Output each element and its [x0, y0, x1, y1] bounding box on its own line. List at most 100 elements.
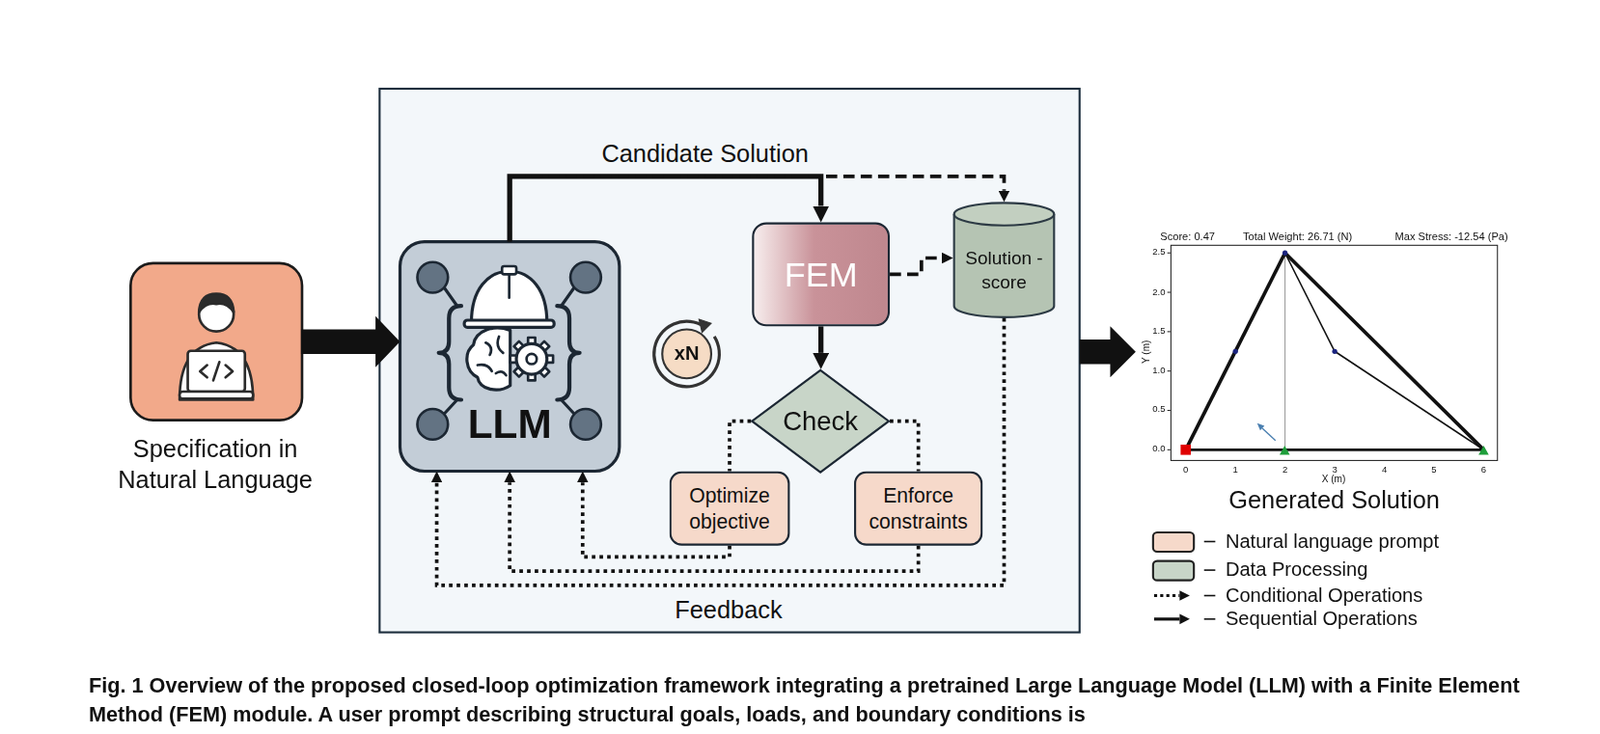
llm-brain-icon [516, 343, 548, 375]
repeat-icon [698, 319, 712, 333]
cylinder-body [954, 214, 1055, 318]
legend-samples [1154, 541, 1215, 625]
check-to-optimize [729, 421, 751, 472]
axis-tick: 1 [1232, 465, 1238, 475]
axis-tick: 6 [1481, 465, 1487, 475]
node-label: Check [754, 405, 885, 438]
cylinder-top [954, 202, 1055, 225]
plot-title: Score: 0.47 [1159, 230, 1215, 243]
truss-plot [1180, 444, 1191, 456]
node-label: Optimize objective [675, 483, 784, 535]
plot-title: Total Weight: 26.71 (N) [1242, 230, 1352, 243]
legend-row: Conditional Operations [1152, 583, 1424, 608]
llm-brain-icon [464, 320, 554, 328]
llm-brain-icon [416, 409, 448, 441]
axis-tick: 4 [1381, 465, 1387, 475]
optimize-box: Optimize objective [669, 471, 791, 547]
node-label: LLM [404, 400, 616, 448]
plot-title: Max Stress: -12.54 (Pa) [1394, 230, 1508, 243]
legend-text: Sequential Operations [1225, 607, 1418, 631]
axis-tick: 2.5 [1152, 248, 1165, 258]
truss-plot [1282, 250, 1288, 256]
enforce-box: Enforce constraints [854, 471, 983, 547]
llm-brain-icon [444, 400, 458, 414]
truss-plot [1285, 252, 1335, 352]
llm-brain-icon [561, 400, 575, 414]
plot-frame [1170, 245, 1498, 462]
truss-plot [1233, 349, 1239, 355]
truss-plot [1167, 250, 1490, 456]
llm-brain-icon [570, 409, 602, 441]
truss-plot [1186, 448, 1485, 452]
legend-swatch [1152, 559, 1195, 581]
node-label: Generated Solution [1170, 486, 1498, 513]
legend-text: Natural language prompt [1225, 530, 1439, 553]
axis-tick: 2.0 [1152, 287, 1165, 298]
output-arrow [1079, 326, 1136, 378]
truss-plot [1285, 252, 1485, 450]
truss-plot [1331, 349, 1337, 355]
llm-brain-icon [444, 288, 458, 306]
user-box-outline [129, 263, 302, 421]
legend-spacer [1152, 608, 1195, 631]
repeat-count: xN [674, 343, 700, 365]
llm-box [400, 242, 620, 472]
edge-label: Candidate Solution [597, 139, 813, 169]
output-arrow [1079, 326, 1136, 378]
user-icon [199, 361, 233, 381]
legend-samples [1204, 569, 1216, 572]
llm-box: LLM [400, 242, 620, 472]
main-panel [379, 88, 1079, 634]
llm-brain-icon [471, 271, 548, 323]
check-diamond: Check [750, 369, 890, 474]
legend-samples [1204, 541, 1216, 544]
llm-brain-icon [556, 305, 580, 400]
llm-brain-icon [477, 336, 507, 376]
axis-tick: 2 [1282, 465, 1288, 475]
user-icon [198, 294, 234, 313]
axis-tick: 0 [1183, 465, 1188, 475]
truss-plot [1257, 423, 1266, 431]
user-icon [179, 342, 253, 400]
node-label: Enforce constraints [859, 483, 977, 535]
axis-tick: 1.5 [1152, 327, 1165, 337]
legend-spacer [1152, 584, 1195, 607]
llm-brain-icon [507, 274, 511, 298]
legend-samples [1204, 595, 1216, 598]
llm-brain-icon [570, 262, 602, 294]
llm-brain-icon [510, 337, 553, 381]
edge-label: Feedback [670, 596, 787, 626]
legend-swatch [1152, 530, 1195, 552]
repeat-icon [662, 330, 712, 380]
llm-brain-icon [416, 262, 448, 294]
legend-text: Data Processing [1225, 558, 1368, 581]
legend-row: Sequential Operations [1152, 606, 1418, 632]
node-label: Specification in Natural Language [98, 432, 333, 497]
input-arrow [301, 316, 401, 368]
llm-brain-icon [526, 354, 538, 365]
legend-samples [1179, 614, 1190, 626]
fem-box: FEM [751, 222, 890, 328]
figure-caption: Fig. 1 Overview of the proposed closed-l… [88, 671, 1544, 729]
axis-tick: 5 [1431, 465, 1436, 475]
axis-tick: 1.0 [1152, 365, 1165, 376]
axis-tick: 0.5 [1152, 405, 1165, 415]
legend-samples [1179, 590, 1190, 602]
fem-to-check [818, 326, 824, 353]
node-label: FEM [758, 253, 884, 296]
user-box [130, 263, 303, 421]
llm-brain-icon [439, 305, 462, 400]
llm-brain-icon [561, 288, 575, 306]
legend-row: Natural language prompt [1152, 529, 1439, 554]
legend-samples [1154, 594, 1180, 598]
llm-brain-icon [467, 328, 511, 390]
score-feedback [437, 318, 1005, 586]
user-node: Specification in Natural Language [98, 263, 333, 497]
axis-title: Y (m) [1141, 340, 1153, 364]
llm-box [400, 242, 620, 472]
truss-plot [1334, 351, 1484, 450]
axis-title: X (m) [1322, 473, 1347, 485]
check-to-enforce [889, 421, 919, 472]
user-icon [188, 351, 246, 392]
